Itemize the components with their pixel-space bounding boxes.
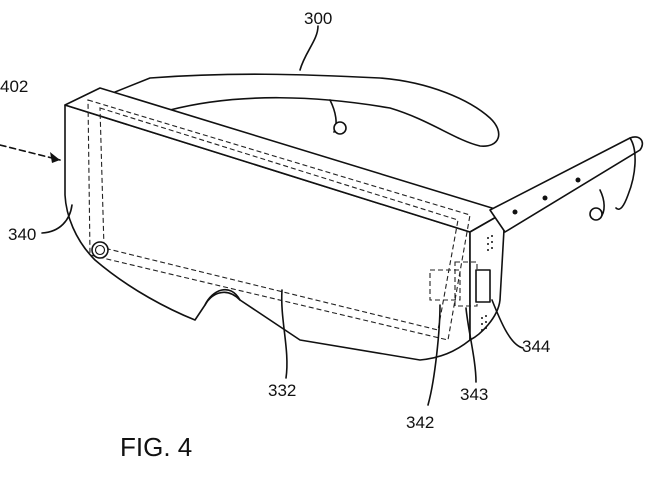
far-earpiece	[333, 121, 347, 135]
housing-front-face	[64, 104, 471, 361]
leader-300	[299, 25, 319, 71]
label-332: 332	[268, 381, 296, 400]
near-temple-arm	[489, 136, 644, 233]
front-camera-inner	[94, 244, 106, 256]
view-arrowhead	[50, 152, 60, 163]
side-grille-top	[487, 235, 493, 251]
label-343: 343	[460, 385, 488, 404]
near-earpiece	[589, 207, 603, 221]
side-grille-bottom	[481, 315, 487, 331]
component-344	[475, 269, 491, 303]
temple-hook	[615, 137, 636, 210]
view-arrow-402	[0, 144, 61, 161]
leader-332	[280, 289, 288, 379]
component-342-outline	[429, 269, 461, 301]
far-temple-arm	[94, 73, 500, 147]
label-340: 340	[8, 225, 36, 244]
leader-343	[465, 307, 477, 383]
label-402: 402	[0, 77, 28, 96]
leader-344	[491, 299, 524, 349]
figure-caption: FIG. 4	[120, 432, 192, 462]
display-outline-inner	[99, 107, 459, 331]
leader-342	[427, 304, 441, 406]
front-camera	[91, 241, 109, 259]
nose-bridge	[204, 288, 241, 306]
label-300: 300	[304, 9, 332, 28]
label-342: 342	[406, 413, 434, 432]
display-outline-outer	[87, 99, 471, 341]
label-344: 344	[522, 337, 550, 356]
leader-340	[41, 204, 73, 234]
